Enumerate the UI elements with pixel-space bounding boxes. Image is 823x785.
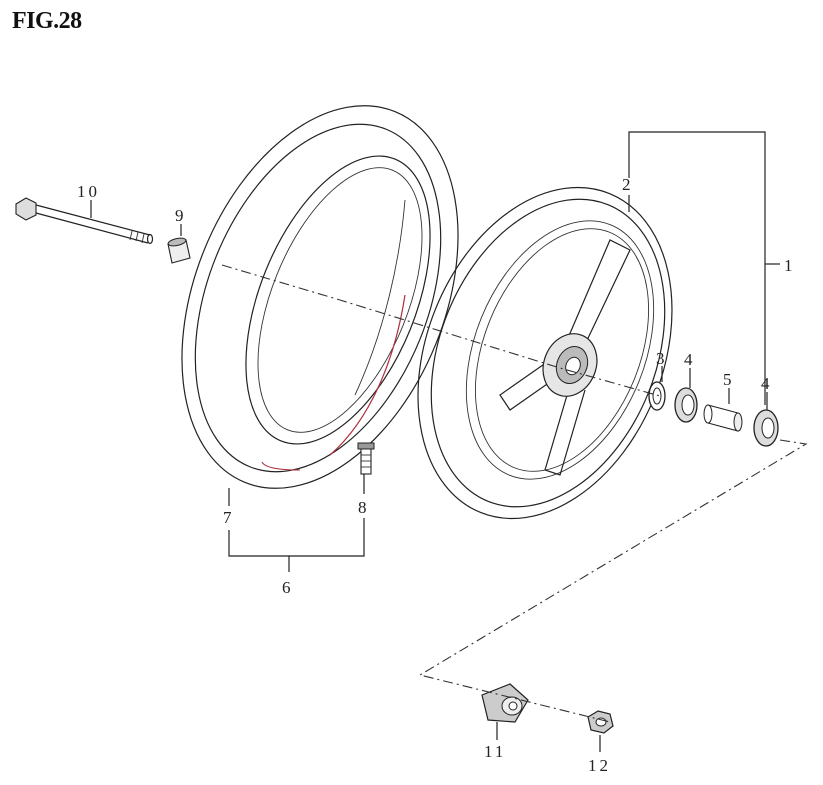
collar [167, 237, 191, 264]
callout-3: 3 [656, 349, 668, 368]
figure-title: FIG.28 [12, 8, 82, 34]
valve-stem [357, 442, 375, 475]
callout-10: 10 [77, 182, 100, 201]
callout-11: 11 [484, 742, 506, 761]
callout-5: 5 [723, 370, 735, 389]
tire [181, 105, 459, 489]
leader-lines [90, 131, 780, 752]
axle-nut-collar [481, 683, 529, 723]
callout-4-left: 4 [684, 350, 696, 369]
callout-2: 2 [622, 175, 634, 194]
bearing-left [674, 387, 698, 423]
callout-9: 9 [175, 206, 187, 225]
axle-nut [587, 710, 614, 734]
axle-bolt [15, 197, 154, 245]
centerlines [221, 264, 808, 723]
callout-7: 7 [223, 508, 235, 527]
callout-6: 6 [282, 578, 294, 597]
callout-8: 8 [358, 498, 370, 517]
oil-seal [648, 381, 666, 411]
callout-12: 12 [588, 756, 611, 775]
callout-1: 1 [784, 256, 796, 275]
spacer [703, 404, 743, 432]
callout-labels: 1 2 3 4 4 5 6 7 8 9 10 11 12 [77, 175, 796, 775]
bearing-right [753, 409, 779, 447]
callout-4-right: 4 [761, 374, 773, 393]
wheel-rim [417, 186, 673, 520]
